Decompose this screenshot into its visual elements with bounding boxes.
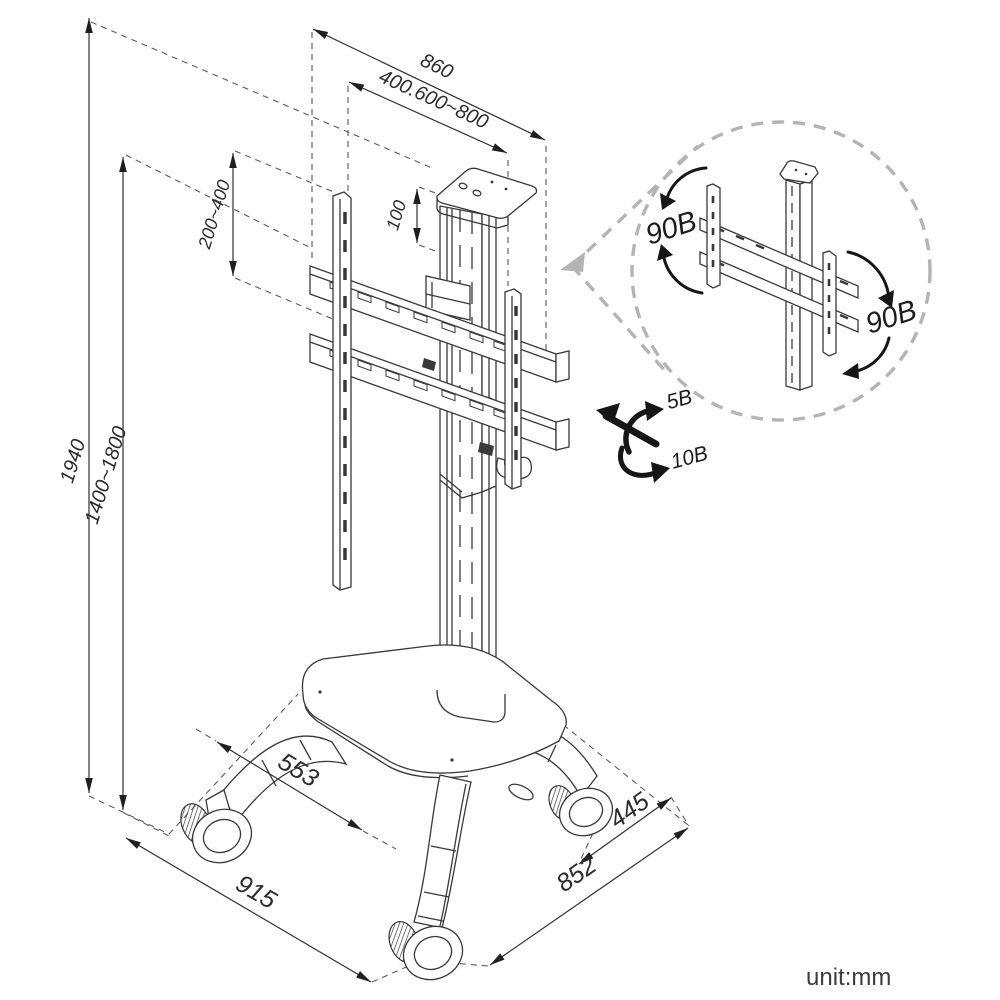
shelf-tray <box>301 644 567 779</box>
dim-vesa-height: 200~400 <box>194 178 234 252</box>
caster-front <box>388 921 464 981</box>
column-top-cap <box>436 167 538 229</box>
cable-clip <box>422 358 436 371</box>
dim-1940: 1940 <box>56 437 90 486</box>
callout-mini-assembly <box>699 160 859 391</box>
dim-915: 915 <box>231 869 281 914</box>
dim-445: 445 <box>604 787 654 834</box>
angle-swivel-left: 90B <box>642 205 701 251</box>
angle-swivel-right: 90B <box>862 294 921 340</box>
rotation-arrows: 90B 90B <box>642 166 921 379</box>
detail-callout: 90B 90B <box>560 120 932 422</box>
dim-100: 100 <box>382 198 410 233</box>
unit-note: unit:mm <box>806 964 891 991</box>
projection-lines <box>88 21 690 983</box>
base-leg-front <box>413 774 472 929</box>
cable-clip <box>478 442 494 456</box>
angle-tilt-up: 5B <box>664 385 695 414</box>
caster-left <box>180 803 253 864</box>
tv-bracket-left <box>332 191 352 591</box>
tv-bracket-right <box>504 288 522 490</box>
tilt-arrows: 5B 10B <box>596 385 710 483</box>
callout-arrow <box>560 252 585 272</box>
angle-tilt-down: 10B <box>668 442 710 474</box>
callout-circle <box>630 120 932 422</box>
dim-860: 860 <box>417 49 457 83</box>
dimension-lines: 860 400.600~800 200~400 100 1940 1400~18… <box>56 18 689 983</box>
dim-852: 852 <box>551 851 601 898</box>
